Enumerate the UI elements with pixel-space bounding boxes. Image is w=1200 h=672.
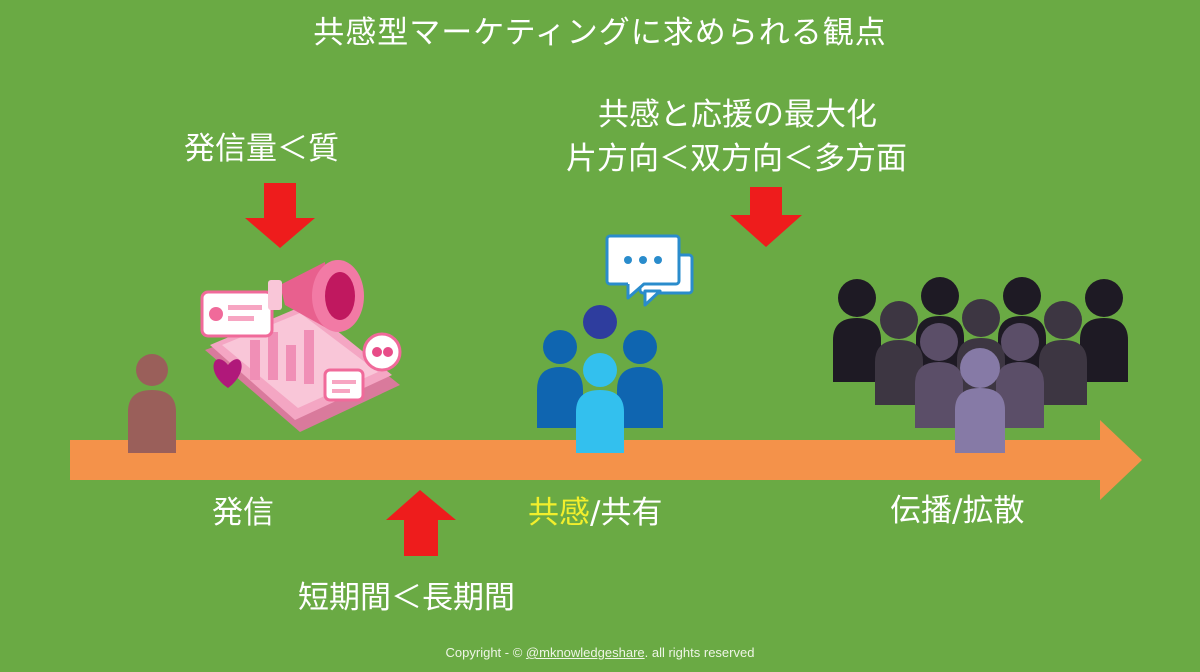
copyright-prefix: Copyright - © xyxy=(445,645,526,660)
empathy-label-line2: 片方向＜双方向＜多方面 xyxy=(566,141,907,177)
stage-label-empathy-highlight: 共感 xyxy=(528,495,590,531)
empathy-label-line1: 共感と応援の最大化 xyxy=(598,97,877,133)
up-arrow-period xyxy=(386,490,456,556)
copyright-suffix: . all rights reserved xyxy=(644,645,755,660)
quality-label: 発信量＜質 xyxy=(184,131,339,167)
period-label: 短期間＜長期間 xyxy=(298,580,515,616)
crowd-icon xyxy=(833,277,1128,453)
copyright-handle: @mknowledgeshare xyxy=(525,645,645,660)
stage-label-spread: 伝播/拡散 xyxy=(890,493,1025,529)
stage-label-send: 発信 xyxy=(212,495,274,531)
megaphone-smartphone-illustration xyxy=(200,260,402,432)
stage-label-share: /共有 xyxy=(590,495,663,531)
chat-bubbles-icon xyxy=(605,234,694,307)
single-person-icon xyxy=(128,354,176,453)
group-of-people-icon xyxy=(537,305,663,453)
down-arrow-quality xyxy=(245,183,315,248)
copyright-notice: Copyright - © @mknowledgeshare. all righ… xyxy=(0,646,1200,659)
stage-label-empathy-share: 共感/共有 xyxy=(528,498,662,529)
slide-title: 共感型マーケティングに求められる観点 xyxy=(313,15,887,51)
down-arrow-empathy xyxy=(730,187,802,247)
